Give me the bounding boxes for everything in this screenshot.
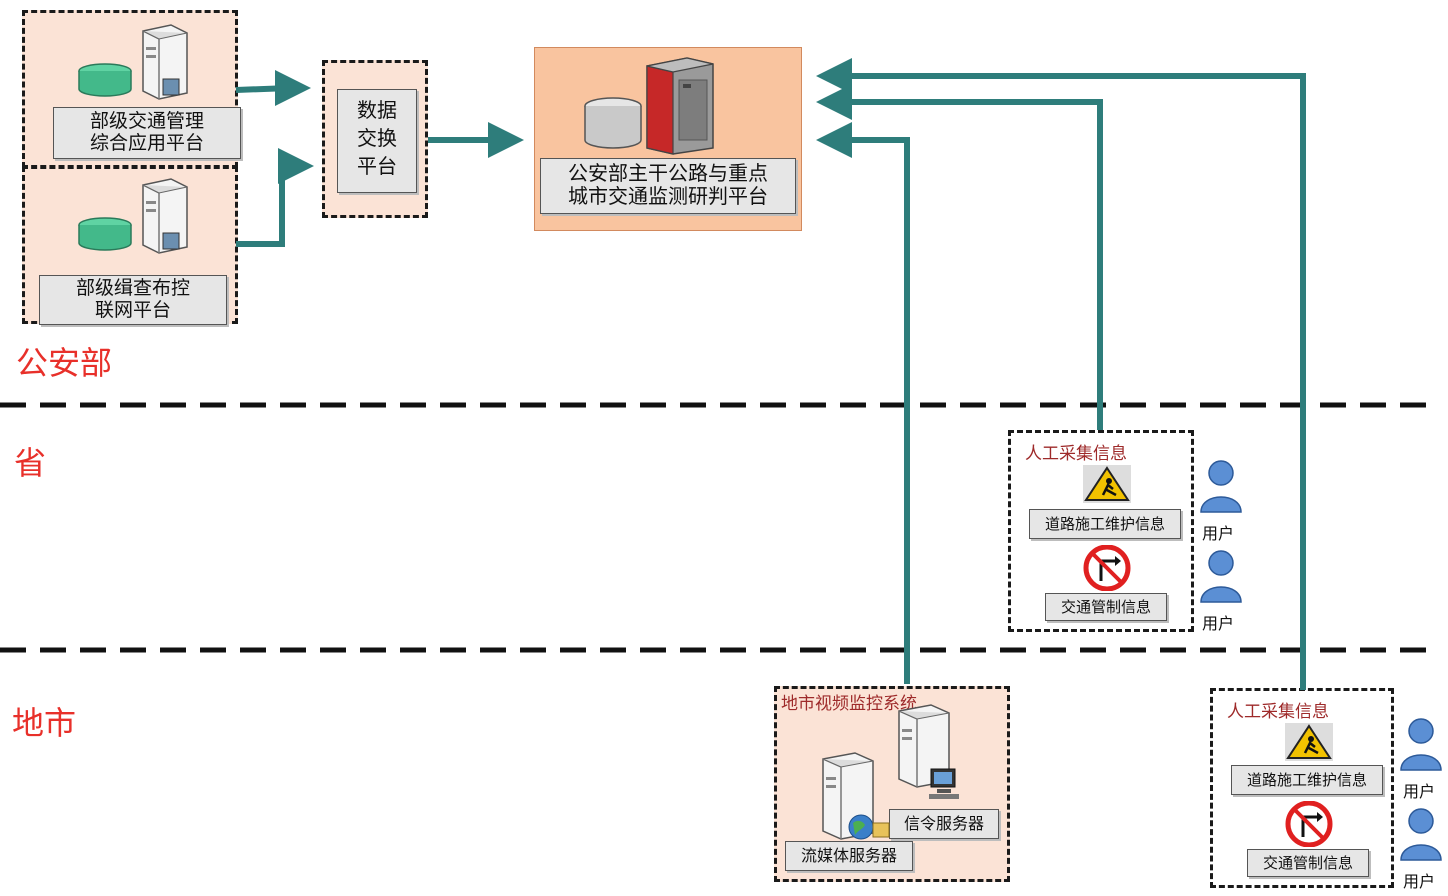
server-icon	[142, 178, 188, 254]
database-icon	[584, 97, 642, 149]
user-icon	[1400, 808, 1442, 861]
arrow-traffic-to-exchange	[235, 70, 311, 106]
server-icon	[142, 24, 188, 100]
province-traffic-control-label: 交通管制信息	[1045, 593, 1167, 621]
province-road-work-label: 道路施工维护信息	[1029, 509, 1181, 539]
stream-server-label: 流媒体服务器	[785, 841, 913, 871]
no-turn-sign-icon	[1083, 545, 1131, 591]
province-user-label-1: 用户	[1202, 524, 1235, 543]
main-platform-line2: 城市交通监测研判平台	[568, 184, 768, 208]
city-collection-title: 人工采集信息	[1227, 702, 1329, 722]
province-collection-title: 人工采集信息	[1025, 444, 1127, 464]
exchange-line1: 数据	[357, 98, 397, 122]
main-platform-label: 公安部主干公路与重点 城市交通监测研判平台	[540, 158, 796, 214]
arrow-city-collection-to-main	[816, 58, 1306, 690]
traffic-platform-line1: 部级交通管理	[89, 110, 204, 132]
city-user-label-1: 用户	[1403, 782, 1436, 801]
database-icon	[78, 63, 132, 97]
checkpoint-platform-line2: 联网平台	[94, 298, 171, 321]
city-collection-box: 人工采集信息 道路施工维护信息 交通管制信息	[1210, 688, 1394, 888]
exchange-line2: 交换	[357, 126, 397, 150]
no-turn-sign-icon	[1285, 801, 1333, 847]
storage-cabinet-icon	[646, 57, 714, 155]
signal-server-label: 信令服务器	[889, 809, 999, 839]
tier-label-province: 省	[14, 444, 47, 482]
server-icon	[898, 704, 950, 788]
city-video-title: 地市视频监控系统	[781, 694, 917, 714]
province-collection-box: 人工采集信息 道路施工维护信息 交通管制信息	[1008, 430, 1194, 632]
checkpoint-platform-box: 部级缉查布控 联网平台	[22, 166, 238, 325]
checkpoint-platform-line1: 部级缉查布控	[75, 277, 190, 299]
globe-icon	[848, 814, 890, 840]
warning-sign-icon	[1083, 465, 1131, 503]
province-user-label-2: 用户	[1202, 614, 1235, 633]
city-video-box: 地市视频监控系统 信令服务器 流媒体服务器	[774, 686, 1010, 882]
checkpoint-platform-label: 部级缉查布控 联网平台	[39, 275, 227, 325]
main-platform-line1: 公安部主干公路与重点	[568, 161, 768, 185]
data-exchange-label: 数据 交换 平台	[337, 89, 417, 193]
warning-sign-icon	[1285, 723, 1333, 761]
exchange-line3: 平台	[357, 154, 397, 178]
tier-label-ministry: 公安部	[16, 344, 113, 382]
user-icon	[1400, 718, 1442, 771]
arrow-city-video-to-main	[816, 122, 910, 684]
main-platform-box: 公安部主干公路与重点 城市交通监测研判平台	[534, 47, 802, 231]
city-user-label-2: 用户	[1403, 872, 1436, 891]
tier-label-city: 地市	[12, 704, 77, 742]
traffic-platform-label: 部级交通管理 综合应用平台	[53, 107, 241, 159]
arrow-checkpoint-to-exchange	[236, 148, 314, 247]
user-icon	[1200, 550, 1242, 603]
city-traffic-control-label: 交通管制信息	[1247, 849, 1369, 877]
user-icon	[1200, 460, 1242, 513]
database-icon	[78, 217, 132, 251]
arrow-province-collection-to-main	[816, 84, 1103, 430]
data-exchange-box: 数据 交换 平台	[322, 60, 428, 218]
computer-icon	[929, 768, 959, 799]
city-road-work-label: 道路施工维护信息	[1231, 765, 1383, 795]
traffic-platform-line2: 综合应用平台	[89, 131, 204, 154]
